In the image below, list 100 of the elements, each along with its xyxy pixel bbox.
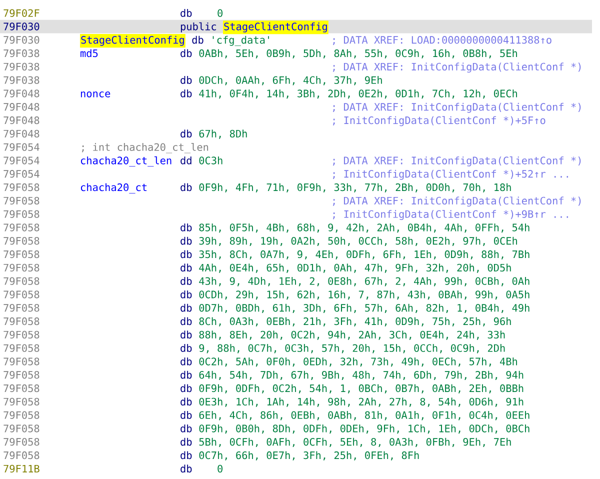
- address-text: 79F038: [4, 49, 40, 58]
- address-text: 79F058: [4, 358, 40, 366]
- operand-text: 5Bh, 0CFh, 0AFh, 0CFh, 5Eh, 8, 0A3h, 0FBh, 9Eh, 7Eh: [199, 438, 511, 448]
- operand-text: 85h, 0F5h, 4Bh, 68h, 9, 42h, 2Ah, 0B4h, 4Ah, 0FFh, 54h: [199, 223, 530, 233]
- address-text: 79F054: [4, 156, 40, 164]
- symbol-name: chacha20_ct_len: [80, 156, 172, 167]
- address-text: 79F058: [4, 451, 40, 460]
- operand-text: 88h, 8Eh, 20h, 0C2h, 94h, 2Ah, 3Ch, 0E4h, 24h, 33h: [199, 330, 505, 340]
- comment-text: ; DATA XREF: InitConfigData(ClientConf *): [333, 62, 581, 73]
- string-text: 'cfg_data': [212, 36, 269, 46]
- highlighted-symbol-name: StageClientConfig: [223, 20, 328, 34]
- address-text: 79F058: [4, 290, 40, 298]
- comment-text: ; DATA XREF: InitConfigData(ClientConf *): [333, 102, 581, 113]
- directive-text: db: [180, 411, 192, 419]
- comment-text: ; int chacha20_ct_len: [82, 142, 208, 154]
- address-text: 79F038: [4, 76, 40, 84]
- directive-text: db: [180, 344, 192, 352]
- comment-text: ; InitConfigData(ClientConf *)+52↑r ...: [333, 170, 568, 180]
- operand-text: 0: [218, 464, 222, 473]
- comment-text: ; InitConfigData(ClientConf *)+5F↑o: [333, 116, 546, 126]
- address-text: 79F058: [4, 424, 40, 432]
- operand-text: 0F9h, 0B0h, 8Dh, 0DFh, 0DEh, 9Fh, 1Ch, 1Eh, 0DCh, 0BCh: [199, 424, 530, 434]
- directive-text: db: [180, 330, 192, 339]
- directive-text: db: [180, 398, 192, 406]
- directive-text: db: [180, 370, 192, 379]
- operand-text: 0: [218, 9, 222, 17]
- address-text: 79F048: [4, 103, 40, 111]
- comment-text: ; DATA XREF: InitConfigData(ClientConf *): [333, 196, 581, 207]
- symbol-name: md5: [80, 49, 98, 58]
- operand-text: 67h, 8Dh: [199, 130, 247, 139]
- operand-text: 0F9h, 0DFh, 0C2h, 54h, 1, 0BCh, 0B7h, 0ABh, 2Eh, 0BBh: [199, 384, 524, 394]
- address-text: 79F048: [4, 130, 40, 138]
- operand-text: 0E3h, 1Ch, 1Ah, 14h, 98h, 2Ah, 27h, 8, 54h, 0D6h, 91h: [199, 398, 524, 407]
- operand-text: 4Ah, 0E4h, 65h, 0D1h, 0Ah, 47h, 9Fh, 32h, 20h, 0D5h: [199, 264, 511, 273]
- directive-text: db: [180, 317, 192, 326]
- directive-text: db: [180, 250, 192, 258]
- directive-text: db: [180, 277, 192, 285]
- operand-text: 64h, 54h, 7Dh, 67h, 9Bh, 48h, 74h, 6Dh, 79h, 2Bh, 94h: [199, 370, 524, 380]
- address-text: 79F058: [4, 304, 40, 312]
- operand-text: 6Eh, 4Ch, 86h, 0EBh, 0ABh, 81h, 0A1h, 0F1h, 0C4h, 0EEh: [199, 411, 530, 420]
- directive-text: db: [180, 384, 192, 392]
- directive-text: db: [180, 438, 192, 446]
- address-text: 79F058: [4, 411, 40, 419]
- address-text: 79F058: [4, 224, 40, 232]
- operand-text: 41h, 0F4h, 14h, 3Bh, 2Dh, 0E2h, 0D1h, 7Ch, 12h, 0ECh: [199, 89, 517, 99]
- directive-text: db: [180, 451, 192, 460]
- operand-text: 0F9h, 4Fh, 71h, 0F9h, 33h, 77h, 2Bh, 0D0h, 70h, 18h: [199, 183, 511, 192]
- directive-text: db: [180, 236, 192, 245]
- address-text: 79F048: [4, 90, 40, 98]
- address-text: 79F038: [4, 62, 40, 71]
- symbol-name: chacha20_ct: [80, 183, 147, 194]
- address-text: 79F030: [4, 22, 40, 30]
- operand-text: 0D7h, 0BDh, 61h, 3Dh, 6Fh, 57h, 6Ah, 82h, 1, 0B4h, 49h: [199, 304, 530, 314]
- address-text: 79F054: [4, 143, 40, 151]
- directive-text: db: [180, 130, 192, 138]
- address-text: 79F058: [4, 237, 40, 245]
- operand-text: 0CDh, 29h, 15h, 62h, 16h, 7, 87h, 43h, 0BAh, 99h, 0A5h: [199, 290, 530, 300]
- address-text: 79F054: [4, 170, 40, 178]
- address-text: 79F048: [4, 116, 40, 124]
- address-text: 79F02F: [4, 9, 40, 17]
- directive-text: db: [180, 264, 192, 272]
- directive-text: db: [180, 183, 192, 192]
- directive-text: db: [180, 49, 192, 58]
- address-text: 79F058: [4, 250, 40, 258]
- operand-text: 9, 88h, 0C7h, 0C3h, 57h, 20h, 15h, 0CCh, 0C9h, 2Dh: [199, 344, 505, 354]
- address-text: 79F058: [4, 384, 40, 392]
- operand-text: 35h, 8Ch, 0A7h, 9, 4Eh, 0DFh, 6Fh, 1Eh, 0D9h, 88h, 7Bh: [199, 250, 530, 260]
- directive-text: db: [180, 464, 192, 473]
- address-text: 79F058: [4, 196, 40, 205]
- directive-text: db: [180, 89, 192, 98]
- operand-text: 8Ch, 0A3h, 0EBh, 21h, 3Fh, 41h, 0D9h, 75h, 25h, 96h: [199, 317, 511, 326]
- address-text: 79F058: [4, 264, 40, 272]
- directive-text: db: [180, 76, 192, 84]
- comment-text: ; InitConfigData(ClientConf *)+9B↑r ...: [333, 210, 568, 220]
- directive-text: db: [180, 357, 192, 366]
- address-text: 79F058: [4, 330, 40, 339]
- directive-text: db: [180, 424, 192, 432]
- directive-text: db: [180, 290, 192, 298]
- address-text: 79F058: [4, 210, 40, 218]
- address-text: 79F058: [4, 398, 40, 406]
- address-text: 79F058: [4, 277, 40, 285]
- address-text: 79F058: [4, 438, 40, 446]
- directive-text: db: [180, 304, 192, 312]
- address-text: 79F058: [4, 317, 40, 326]
- address-text: 79F058: [4, 344, 40, 352]
- operand-text: 39h, 89h, 19h, 0A2h, 50h, 0CCh, 58h, 0E2h, 97h, 0CEh: [199, 236, 517, 246]
- directive-text: db: [180, 9, 192, 17]
- operand-text: 0C2h, 5Ah, 0F0h, 0EDh, 32h, 73h, 49h, 0ECh, 57h, 4Bh: [199, 357, 517, 367]
- highlighted-symbol-name: StageClientConfig: [80, 34, 186, 48]
- address-text: 79F030: [4, 36, 40, 44]
- comment-text: ; DATA XREF: InitConfigData(ClientConf *): [333, 156, 581, 166]
- address-text: 79F058: [4, 183, 40, 192]
- directive-text: dd: [180, 156, 192, 164]
- operand-text: 0C7h, 66h, 0E7h, 3Fh, 25h, 0FEh, 8Fh: [199, 451, 419, 460]
- symbol-name: nonce: [80, 91, 110, 98]
- address-text: 79F11B: [4, 464, 40, 473]
- operand-text: 0DCh, 0AAh, 6Fh, 4Ch, 37h, 9Eh: [199, 76, 382, 86]
- operand-text: 0ABh, 5Eh, 0B9h, 5Dh, 8Ah, 55h, 0C9h, 16h, 0B8h, 5Eh: [199, 49, 517, 58]
- directive-text: public: [180, 22, 216, 32]
- operand-text: 0C3h: [199, 156, 222, 164]
